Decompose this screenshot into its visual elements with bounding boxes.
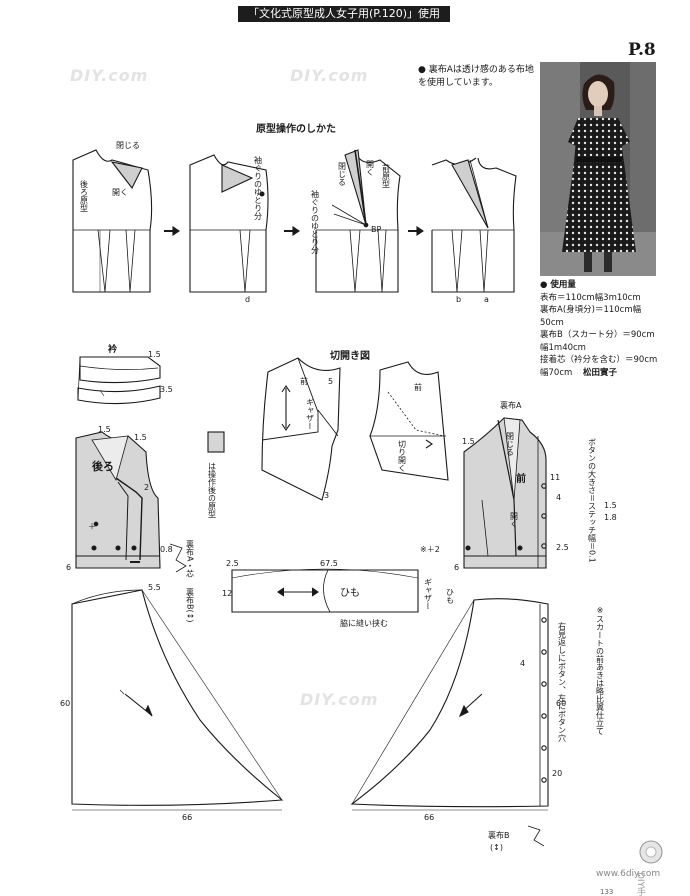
label-lining-b2: 裏布B (488, 830, 510, 840)
usage-author: 松田實子 (582, 367, 617, 378)
page-number: P.8 (628, 40, 656, 60)
cut-open-front-1 (261, 357, 341, 501)
label-back-proto: 後ろ原型 (80, 179, 89, 212)
dim-1-5-back: 1.5 (98, 425, 111, 434)
proto-step-3 (315, 149, 401, 293)
dim-1-8: 1.8 (604, 513, 617, 522)
label-lining-a-interfacing: 裏布A・芯 (186, 539, 195, 577)
label-bp: BP (371, 225, 381, 234)
dim-3-5: 3.5 (160, 385, 173, 394)
label-armhole: 袖ぐりのゆとり分 (254, 155, 263, 221)
back-skirt (71, 589, 284, 806)
dim-1-5-front: 1.5 (462, 437, 475, 446)
label-front-cut1: 前 (300, 376, 308, 386)
label-close: 閉じる (116, 141, 140, 150)
back-bodice (75, 431, 161, 569)
usage-line: 表布＝110cm幅3m10cm (540, 292, 641, 303)
label-lining-b2-arrow: (↕) (490, 843, 503, 852)
dim-11: 11 (550, 473, 560, 482)
front-bodice (463, 417, 547, 569)
footer-site: www.6diy.com (596, 869, 660, 879)
label-open: 開く (112, 188, 128, 197)
label-front-proto: 前原型 (382, 163, 391, 188)
dim-4-skirt: 4 (520, 659, 525, 668)
label-skirt-note: ※スカートの前あきは略比翼仕立て (596, 606, 605, 735)
label-b: b (456, 295, 461, 304)
label-open-front: 開く (510, 512, 519, 528)
dim-1-5: 1.5 (148, 350, 161, 359)
label-x-mark: ※＋2 (420, 545, 440, 554)
dim-6-front: 6 (454, 563, 459, 572)
dim-67-5: 67.5 (320, 559, 338, 568)
open-title: 切開き図 (330, 351, 370, 362)
usage-title: ● 使用量 (540, 280, 576, 290)
label-shaded-note: は操作後の原型 (208, 462, 217, 518)
footer-page: 133 (600, 888, 613, 896)
collar-piece (77, 356, 161, 405)
front-skirt (350, 598, 549, 808)
manip-title: 原型操作のしかた (256, 124, 336, 135)
label-lining-b: 裏布B(↕) (186, 587, 195, 622)
label-plus-mark: ＋ (88, 522, 96, 531)
label-tie: ひも (446, 588, 455, 604)
tie-strip (231, 568, 419, 613)
usage-line: 裏布A(身頃分)＝110cm幅50cm (540, 305, 642, 328)
watermark: DIY.com (70, 66, 149, 85)
model-photo-art (540, 62, 656, 276)
label-front-cut2: 前 (414, 382, 422, 392)
label-armhole-3: 袖ぐりのゆとり分 (311, 189, 320, 255)
dim-2-5-front: 2.5 (556, 543, 569, 552)
dim-60-left: 60 (60, 699, 70, 708)
cut-open-front-2 (369, 361, 449, 481)
usage-line: 裏布B（スカート分）＝90cm幅1m40cm (540, 330, 655, 353)
dim-2-5: 2.5 (226, 559, 239, 568)
fabric-note: ● 裏布Aは透け感のある布地を使用しています。 (418, 65, 534, 88)
watermark: DIY.com (300, 690, 379, 709)
dim-2: 2 (144, 483, 149, 492)
watermark: DIY.com (290, 66, 369, 85)
label-button-note: ボタンの大きさ＝ステッチ幅＝0.1 (588, 438, 597, 563)
dim-1-5-shoulder: 1.5 (134, 433, 147, 442)
dim-4: 4 (556, 493, 561, 502)
dim-6: 6 (66, 563, 71, 572)
proto-step-1 (72, 149, 153, 293)
label-close-front: 閉じる (506, 432, 515, 456)
label-side-seam: 脇に縫い挟む (340, 618, 388, 628)
dim-5-5: 5.5 (148, 583, 161, 592)
dim-5: 5 (328, 377, 333, 386)
dim-20: 20 (552, 769, 562, 778)
proto-step-4 (431, 157, 517, 293)
dim-3: 3 (324, 491, 329, 500)
label-himo: ひも (340, 587, 360, 599)
label-back: 後ろ (92, 459, 114, 473)
model-photo (540, 62, 656, 276)
label-close-3: 閉じる (338, 162, 347, 186)
dim-0-8: 0.8 (160, 545, 173, 554)
label-front-bodice: 前 (516, 472, 526, 485)
dim-12: 12 (222, 589, 232, 598)
proto-step-2 (189, 154, 269, 293)
usage-line: 接着芯（衿分を含む）＝90cm幅70cm (540, 355, 658, 378)
label-overlap-note: 右見返しにボタン、左にボタン穴 (558, 621, 567, 743)
dim-66-left: 66 (182, 813, 192, 822)
collar-title: 衿 (108, 343, 117, 355)
label-gather: ギャザー (306, 398, 315, 430)
dim-1-5-note: 1.5 (604, 501, 617, 510)
dim-60-right: 60 (556, 699, 566, 708)
label-open-3: 開く (366, 160, 375, 176)
label-a: a (484, 295, 489, 304)
watermark-club: DIY手工俱乐部 (635, 872, 646, 896)
label-cut-open: 切り開く (398, 440, 407, 472)
header-title: 「文化式原型成人女子用(P.120)」使用 (238, 6, 450, 22)
usage-block: ● 使用量 表布＝110cm幅3m10cm 裏布A(身頃分)＝110cm幅50c… (540, 279, 660, 379)
label-lining-a: 裏布A (500, 400, 522, 410)
label-d: d (245, 295, 250, 304)
label-gather-tie: ギャザー (424, 578, 433, 610)
dim-66-right: 66 (424, 813, 434, 822)
